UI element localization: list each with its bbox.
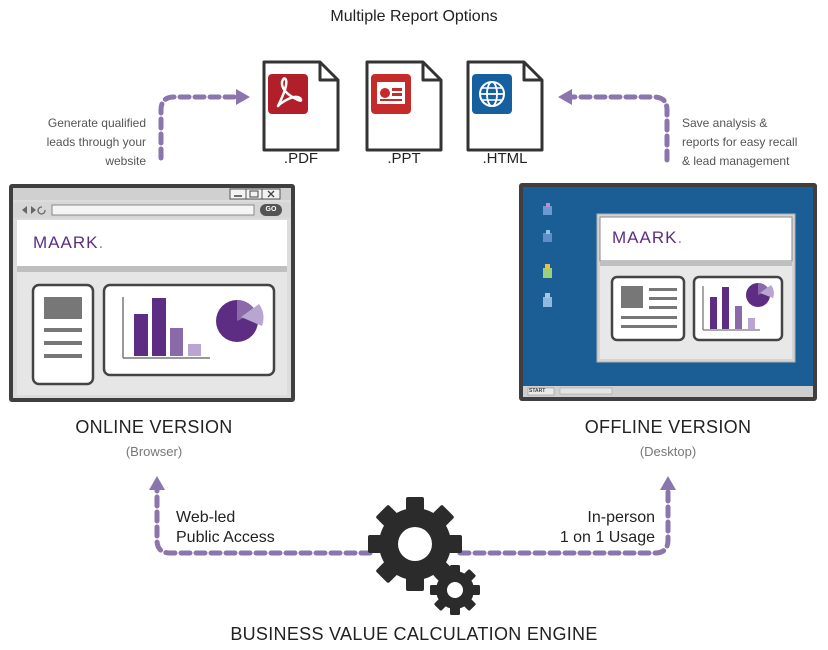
engine-label: BUSINESS VALUE CALCULATION ENGINE <box>230 624 598 644</box>
right-access-line: 1 on 1 Usage <box>559 529 655 546</box>
right-note-line: reports for easy recall <box>682 135 798 149</box>
online-brand-logo: MAARK. <box>33 233 104 253</box>
left-access-line: Public Access <box>176 529 275 546</box>
left-access-text: Web-led Public Access <box>176 508 275 548</box>
html-label: .HTML <box>482 150 528 167</box>
right-note: Save analysis & reports for easy recall … <box>682 114 828 171</box>
right-note-line: & lead management <box>682 154 790 168</box>
online-version-sub: (Browser) <box>125 444 183 459</box>
arrow-engine-to-offline <box>457 476 676 556</box>
left-access-line: Web-led <box>176 509 236 526</box>
left-note: Generate qualified leads through your we… <box>0 114 146 171</box>
left-note-line: website <box>105 154 146 168</box>
gear-icon-small <box>430 565 480 615</box>
left-note-line: leads through your <box>46 135 146 149</box>
arrow-offline-to-reports <box>558 89 670 163</box>
right-access-line: In-person <box>587 509 655 526</box>
ppt-label: .PPT <box>387 150 421 167</box>
offline-brand-logo: MAARK. <box>612 228 683 248</box>
desktop-bar-chart <box>702 286 760 331</box>
ppt-file-icon <box>365 60 443 152</box>
desktop-icons <box>543 203 552 307</box>
left-note-line: Generate qualified <box>47 116 146 130</box>
offline-version-label: OFFLINE VERSION <box>584 417 752 437</box>
arrow-engine-to-online <box>149 476 373 556</box>
offline-version-sub: (Desktop) <box>639 444 697 459</box>
offline-brand-text: MAARK <box>612 228 678 247</box>
browser-pie-chart <box>216 300 264 342</box>
online-brand-text: MAARK <box>33 233 99 252</box>
online-brand-dot: . <box>98 233 105 252</box>
start-button: START <box>529 388 546 394</box>
right-access-text: In-person 1 on 1 Usage <box>500 508 655 548</box>
pdf-label: .PDF <box>283 150 319 167</box>
right-note-line: Save analysis & <box>682 116 768 130</box>
window-controls <box>229 188 281 200</box>
arrow-online-to-reports <box>158 89 250 161</box>
gear-icon-large <box>368 497 462 591</box>
html-file-icon <box>466 60 544 152</box>
online-version-label: ONLINE VERSION <box>75 417 233 437</box>
diagram-title: Multiple Report Options <box>330 8 498 25</box>
browser-window <box>9 184 295 402</box>
desktop-pie-chart <box>746 282 774 307</box>
browser-bar-chart <box>122 297 210 359</box>
go-button: GO <box>265 206 277 213</box>
pdf-file-icon <box>262 60 340 152</box>
offline-brand-dot: . <box>677 228 684 247</box>
desktop-monitor <box>519 183 817 401</box>
